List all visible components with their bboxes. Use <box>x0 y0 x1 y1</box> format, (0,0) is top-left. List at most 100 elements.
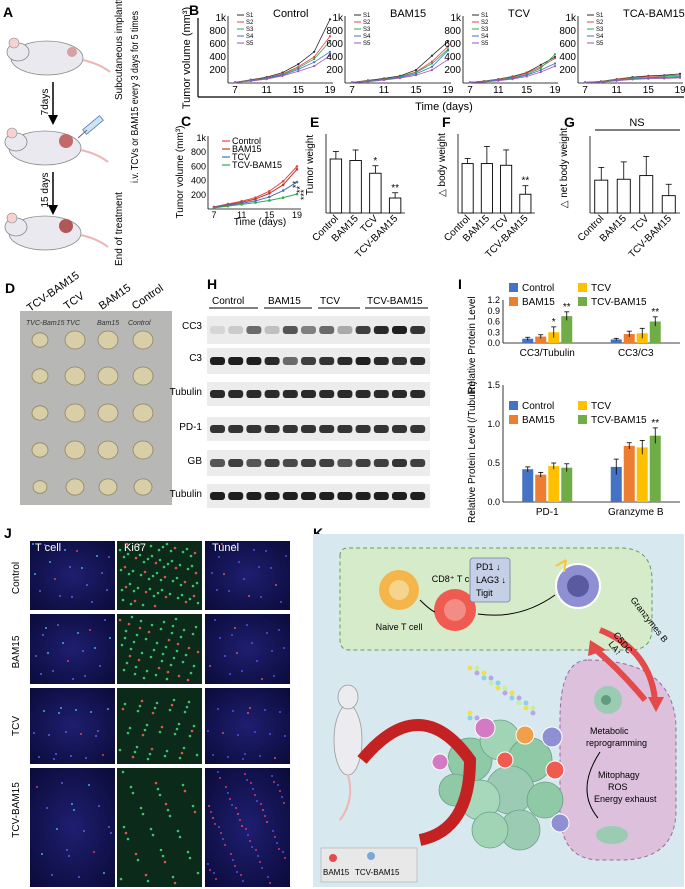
blot-row-cc3: CC3 <box>182 321 202 332</box>
cell-dot <box>125 661 129 665</box>
cell-dot <box>173 732 177 736</box>
B-TCA-BAM15-ytick: 800 <box>559 26 576 37</box>
cell-dot <box>247 712 249 714</box>
cd8-tcell-label: CD8⁺ T cell <box>432 574 478 584</box>
mouse-illustration-1 <box>6 37 111 76</box>
cell-dot <box>186 567 190 571</box>
cell-dot <box>164 802 168 806</box>
blot-band <box>337 459 353 467</box>
cell-dot <box>106 589 108 591</box>
panel-i-top-bar-Control <box>522 338 534 343</box>
panel-k: Naive T cell CD8⁺ T cell PD1 ↓ LAG3 ↓ Ti… <box>313 534 684 887</box>
cell-dot <box>126 731 130 735</box>
B-BAM15-point-S1 <box>430 54 434 57</box>
cell-dot <box>189 671 193 675</box>
cell-dot <box>168 814 172 818</box>
cell-dot <box>233 544 235 546</box>
tumor-specimen <box>132 403 154 423</box>
panel-letter-k: K <box>313 525 323 541</box>
cell-dot <box>177 722 181 726</box>
cell-dot <box>157 666 161 670</box>
B-BAM15-point-S1 <box>446 40 450 43</box>
cell-dot <box>195 753 199 757</box>
cell-dot <box>49 561 51 563</box>
cell-dot <box>254 794 256 796</box>
blot-band <box>355 326 371 334</box>
cell-dot <box>72 678 74 680</box>
cell-dot <box>207 730 209 732</box>
cell-dot <box>282 851 284 853</box>
blot-group-control: Control <box>212 296 244 307</box>
blot-band <box>410 459 426 467</box>
cell-dot <box>247 834 249 836</box>
cell-dot <box>166 562 170 566</box>
B-BAM15-point-S5 <box>414 74 418 77</box>
cell-dot <box>155 641 159 645</box>
cell-dot <box>180 593 184 597</box>
B-Control-legend-label: S1 <box>246 13 254 19</box>
cell-dot <box>240 874 242 876</box>
B-TCA-BAM15-legend-label: S5 <box>596 41 604 47</box>
panel-d-label-3: BAM15 <box>97 282 133 313</box>
blot-band <box>301 459 316 467</box>
cell-dot <box>139 573 143 577</box>
cell-dot <box>238 561 240 563</box>
B-TCA-BAM15-legend-label: S3 <box>596 27 604 33</box>
cell-dot <box>54 578 56 580</box>
B-Control-point-S4 <box>313 61 316 64</box>
B-BAM15-ytick: 800 <box>326 26 343 37</box>
cell-dot <box>265 550 267 552</box>
cell-dot <box>89 629 91 631</box>
panel-d-label-4: Control <box>130 282 166 312</box>
cell-dot <box>77 632 79 634</box>
blot-band <box>392 357 407 365</box>
B-Control-ytick: 800 <box>209 26 226 37</box>
step-label-2: i.v. TCVs or BAM15 every 3 days for 5 ti… <box>130 11 141 183</box>
cell-dot <box>161 854 165 858</box>
mouse-icon-k <box>333 684 363 821</box>
cell-dot <box>278 629 280 631</box>
cell-dot <box>120 588 124 592</box>
cell-dot <box>121 770 125 774</box>
cell-dot <box>39 590 41 592</box>
cell-dot <box>133 599 137 603</box>
cell-dot <box>64 549 66 551</box>
cell-dot <box>188 597 192 601</box>
cell-dot <box>94 647 96 649</box>
blood-vessel <box>357 719 477 846</box>
panel-i-bottom-legend-swatch <box>578 415 587 424</box>
panel-a: 7days 15 days Subcutaneous implanttation… <box>4 0 141 266</box>
B-BAM15-ytick: 1k <box>332 13 344 24</box>
cell-dot <box>103 872 105 874</box>
panel-i-top-legend-swatch <box>509 297 518 306</box>
mito-label-1: Mitophagy <box>598 770 640 780</box>
panel-c-point-TCV <box>268 195 271 199</box>
panel-c-point-TCV-BAM15 <box>295 192 299 196</box>
western-blot-bands <box>207 316 430 508</box>
cell-dot <box>160 659 164 663</box>
cell-dot <box>218 556 220 558</box>
cell-dot <box>162 620 166 624</box>
panel-f-bar-BAM15 <box>480 163 493 214</box>
cell-dot <box>230 853 232 855</box>
blot-band <box>337 390 353 398</box>
blot-band <box>246 459 262 467</box>
panel-i-top-ytick: 0.9 <box>487 306 500 316</box>
cell-dot <box>189 554 193 558</box>
secreted-particle <box>488 680 494 686</box>
B-TCV-xtick: 19 <box>549 85 561 96</box>
cell-dot <box>147 577 151 581</box>
panel-c-ytick: 400 <box>191 176 206 186</box>
tumor-specimen <box>98 478 118 496</box>
blot-band <box>410 492 426 500</box>
B-BAM15-point-S1 <box>414 68 418 72</box>
cell-dot <box>150 554 154 558</box>
cell-dot <box>273 781 275 783</box>
panel-i-bottom-xtick: Granzyme B <box>608 507 664 518</box>
cell-dot <box>191 632 195 636</box>
B-BAM15-legend-label: S3 <box>363 27 371 33</box>
cell-dot <box>48 734 50 736</box>
panel-i-bottom-sig: ** <box>651 418 659 429</box>
cell-dot <box>236 871 238 873</box>
